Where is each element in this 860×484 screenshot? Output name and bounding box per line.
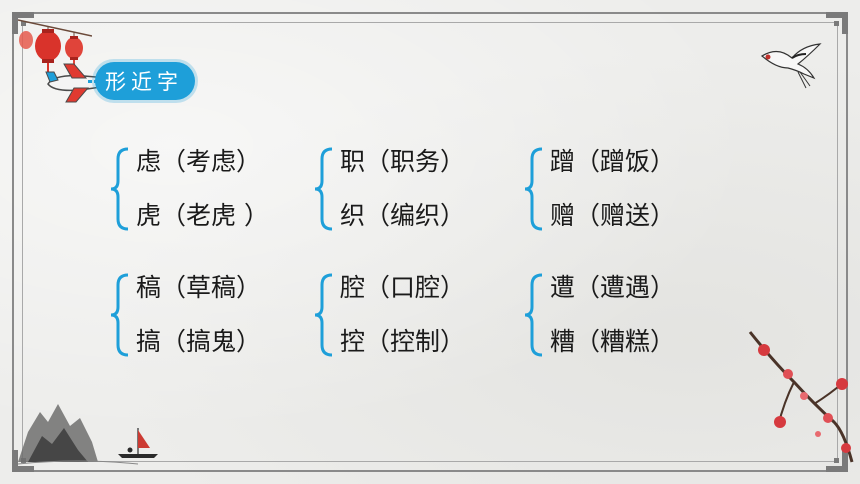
outer-frame xyxy=(12,12,848,472)
word-top: 稿（草稿） xyxy=(136,273,262,302)
word-top: 遭（遭遇） xyxy=(550,273,676,302)
left-brace-icon xyxy=(314,147,333,231)
page-title: 形近字 xyxy=(105,70,183,94)
word-bottom: 虎（老虎 ） xyxy=(136,201,269,230)
corner-ornament-icon xyxy=(826,450,848,472)
word-group-3: 蹭（蹭饭） 赠（赠送） xyxy=(522,143,722,243)
word-group-4: 稿（草稿） 搞（搞鬼） xyxy=(108,269,308,369)
left-brace-icon xyxy=(110,273,129,357)
lantern-icon xyxy=(18,19,92,72)
word-bottom: 搞（搞鬼） xyxy=(136,327,262,356)
word-top: 蹭（蹭饭） xyxy=(550,147,676,176)
word-bottom: 控（控制） xyxy=(340,327,466,356)
word-group-2: 职（职务） 织（编织） xyxy=(312,143,512,243)
word-bottom: 赠（赠送） xyxy=(550,201,676,230)
word-group-5: 腔（口腔） 控（控制） xyxy=(312,269,512,369)
landscape-icon xyxy=(18,404,158,465)
word-group-1: 虑（考虑） 虎（老虎 ） xyxy=(108,143,308,243)
plum-blossom-icon xyxy=(748,331,854,463)
word-top: 腔（口腔） xyxy=(340,273,466,302)
word-group-6: 遭（遭遇） 糟（糟糕） xyxy=(522,269,722,369)
left-brace-icon xyxy=(524,273,543,357)
title-badge xyxy=(95,62,195,100)
inner-frame xyxy=(22,22,838,462)
left-brace-icon xyxy=(524,147,543,231)
word-top: 虑（考虑） xyxy=(136,147,262,176)
corner-ornament-icon xyxy=(826,12,848,34)
left-brace-icon xyxy=(110,147,129,231)
crane-icon xyxy=(760,43,822,89)
word-top: 职（职务） xyxy=(340,147,466,176)
left-brace-icon xyxy=(314,273,333,357)
word-bottom: 织（编织） xyxy=(340,201,466,230)
word-bottom: 糟（糟糕） xyxy=(550,327,676,356)
corner-ornament-icon xyxy=(12,12,34,34)
